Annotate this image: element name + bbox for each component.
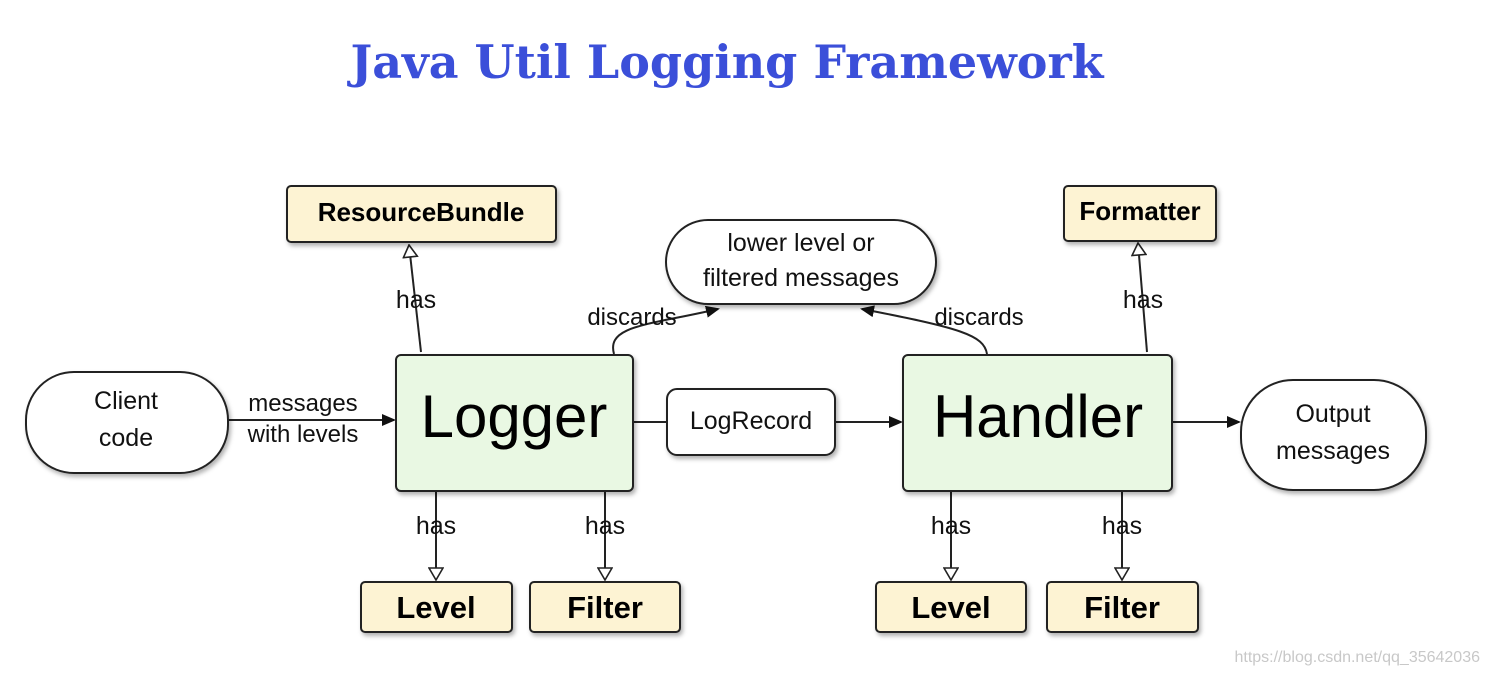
- node-handler: Handler: [902, 354, 1173, 492]
- node-handler-label: Handler: [933, 383, 1143, 450]
- node-discarded-line1: lower level or: [727, 229, 874, 257]
- edge-label-has-handler-filter: has: [1102, 512, 1142, 540]
- node-logger: Logger: [395, 354, 634, 492]
- edge-logger-resourcebundle: [409, 245, 422, 353]
- node-handler-level-label: Level: [911, 590, 990, 625]
- edge-label-discards-logger: discards: [587, 304, 676, 331]
- node-logger-filter-label: Filter: [567, 590, 643, 625]
- node-logger-filter: Filter: [529, 581, 681, 633]
- node-output-messages: Output messages: [1240, 379, 1427, 491]
- edge-label-has-formatter: has: [1123, 286, 1163, 314]
- node-handler-level: Level: [875, 581, 1027, 633]
- node-logrecord-label: LogRecord: [690, 407, 812, 435]
- node-output-line1: Output: [1295, 400, 1370, 428]
- edge-label-has-resourcebundle: has: [396, 286, 436, 314]
- edge-label-with-levels: with levels: [247, 421, 359, 448]
- edge-label-has-logger-level: has: [416, 512, 456, 540]
- node-logrecord: LogRecord: [666, 388, 836, 456]
- watermark: https://blog.csdn.net/qq_35642036: [1234, 649, 1480, 666]
- node-output-line2: messages: [1276, 437, 1390, 465]
- edge-label-has-logger-filter: has: [585, 512, 625, 540]
- edge-logger-discards: [612, 305, 720, 355]
- node-client-line2: code: [99, 424, 153, 452]
- node-resourcebundle-label: ResourceBundle: [318, 197, 525, 227]
- edge-label-messages: messages: [248, 390, 357, 417]
- diagram-title: Java Util Logging Framework: [346, 35, 1104, 89]
- edge-label-has-handler-level: has: [931, 512, 971, 540]
- edge-handler-discards: [860, 305, 988, 355]
- edge-handler-formatter: [1138, 243, 1148, 353]
- node-logger-level-label: Level: [396, 590, 475, 625]
- node-client-code: Client code: [25, 371, 229, 474]
- node-formatter-label: Formatter: [1079, 196, 1200, 226]
- node-client-line1: Client: [94, 387, 158, 415]
- node-discarded-line2: filtered messages: [703, 264, 899, 292]
- node-discarded-messages: lower level or filtered messages: [665, 219, 937, 305]
- node-handler-filter: Filter: [1046, 581, 1199, 633]
- node-logger-label: Logger: [421, 383, 608, 450]
- node-formatter: Formatter: [1063, 185, 1217, 242]
- node-resourcebundle: ResourceBundle: [286, 185, 557, 243]
- edge-label-discards-handler: discards: [934, 304, 1023, 331]
- node-logger-level: Level: [360, 581, 513, 633]
- node-handler-filter-label: Filter: [1084, 590, 1160, 625]
